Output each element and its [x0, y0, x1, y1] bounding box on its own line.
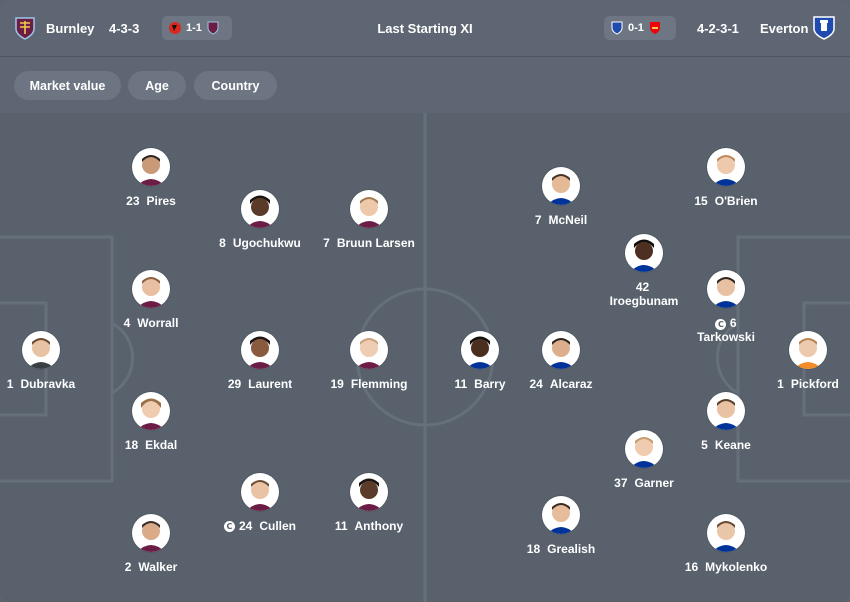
- player-avatar: [707, 392, 745, 430]
- player-avatar: [625, 430, 663, 468]
- page-title: Last Starting XI: [377, 20, 473, 36]
- player-avatar: [22, 331, 60, 369]
- player-avatar: [707, 148, 745, 186]
- player-avatar: [132, 392, 170, 430]
- lineup-header: Burnley 4-3-3 1-1 Last Starting XI 0-1 4…: [0, 0, 850, 57]
- burnley-mini-crest-icon: [207, 21, 219, 35]
- player-avatar: [241, 331, 279, 369]
- away-team-name[interactable]: Everton: [760, 20, 809, 36]
- player-avatar: [542, 167, 580, 205]
- home-formation: 4-3-3: [109, 20, 140, 36]
- player-avatar: [350, 190, 388, 228]
- arsenal-crest-icon: [649, 22, 660, 34]
- player-avatar: [542, 496, 580, 534]
- player-avatar: [707, 514, 745, 552]
- captain-icon: C: [715, 319, 727, 330]
- everton-crest-icon: [812, 0, 836, 56]
- home-last-score: 1-1: [186, 22, 202, 34]
- filter-age[interactable]: Age: [128, 71, 186, 100]
- player-avatar: [241, 473, 279, 511]
- away-last-score: 0-1: [628, 22, 644, 34]
- player-avatar: [241, 190, 279, 228]
- home-team-name[interactable]: Burnley: [46, 20, 95, 36]
- player-avatar: [707, 270, 745, 308]
- filter-bar: Market value Age Country: [0, 57, 850, 113]
- away-formation: 4-2-3-1: [697, 20, 739, 36]
- captain-icon: C: [223, 520, 235, 532]
- player-avatar: [625, 234, 663, 272]
- bournemouth-crest-icon: [169, 22, 181, 34]
- away-last-result[interactable]: 0-1: [604, 16, 676, 40]
- player-avatar: [789, 331, 827, 369]
- filter-market-value[interactable]: Market value: [14, 71, 121, 100]
- filter-country[interactable]: Country: [194, 71, 277, 100]
- player-avatar: [542, 331, 580, 369]
- burnley-crest-icon: [14, 0, 36, 56]
- player-avatar: [350, 331, 388, 369]
- everton-mini-crest-icon: [611, 21, 623, 35]
- home-last-result[interactable]: 1-1: [162, 16, 232, 40]
- player-avatar: [350, 473, 388, 511]
- player-avatar: [132, 148, 170, 186]
- player-avatar: [461, 331, 499, 369]
- player-avatar: [132, 270, 170, 308]
- player-avatar: [132, 514, 170, 552]
